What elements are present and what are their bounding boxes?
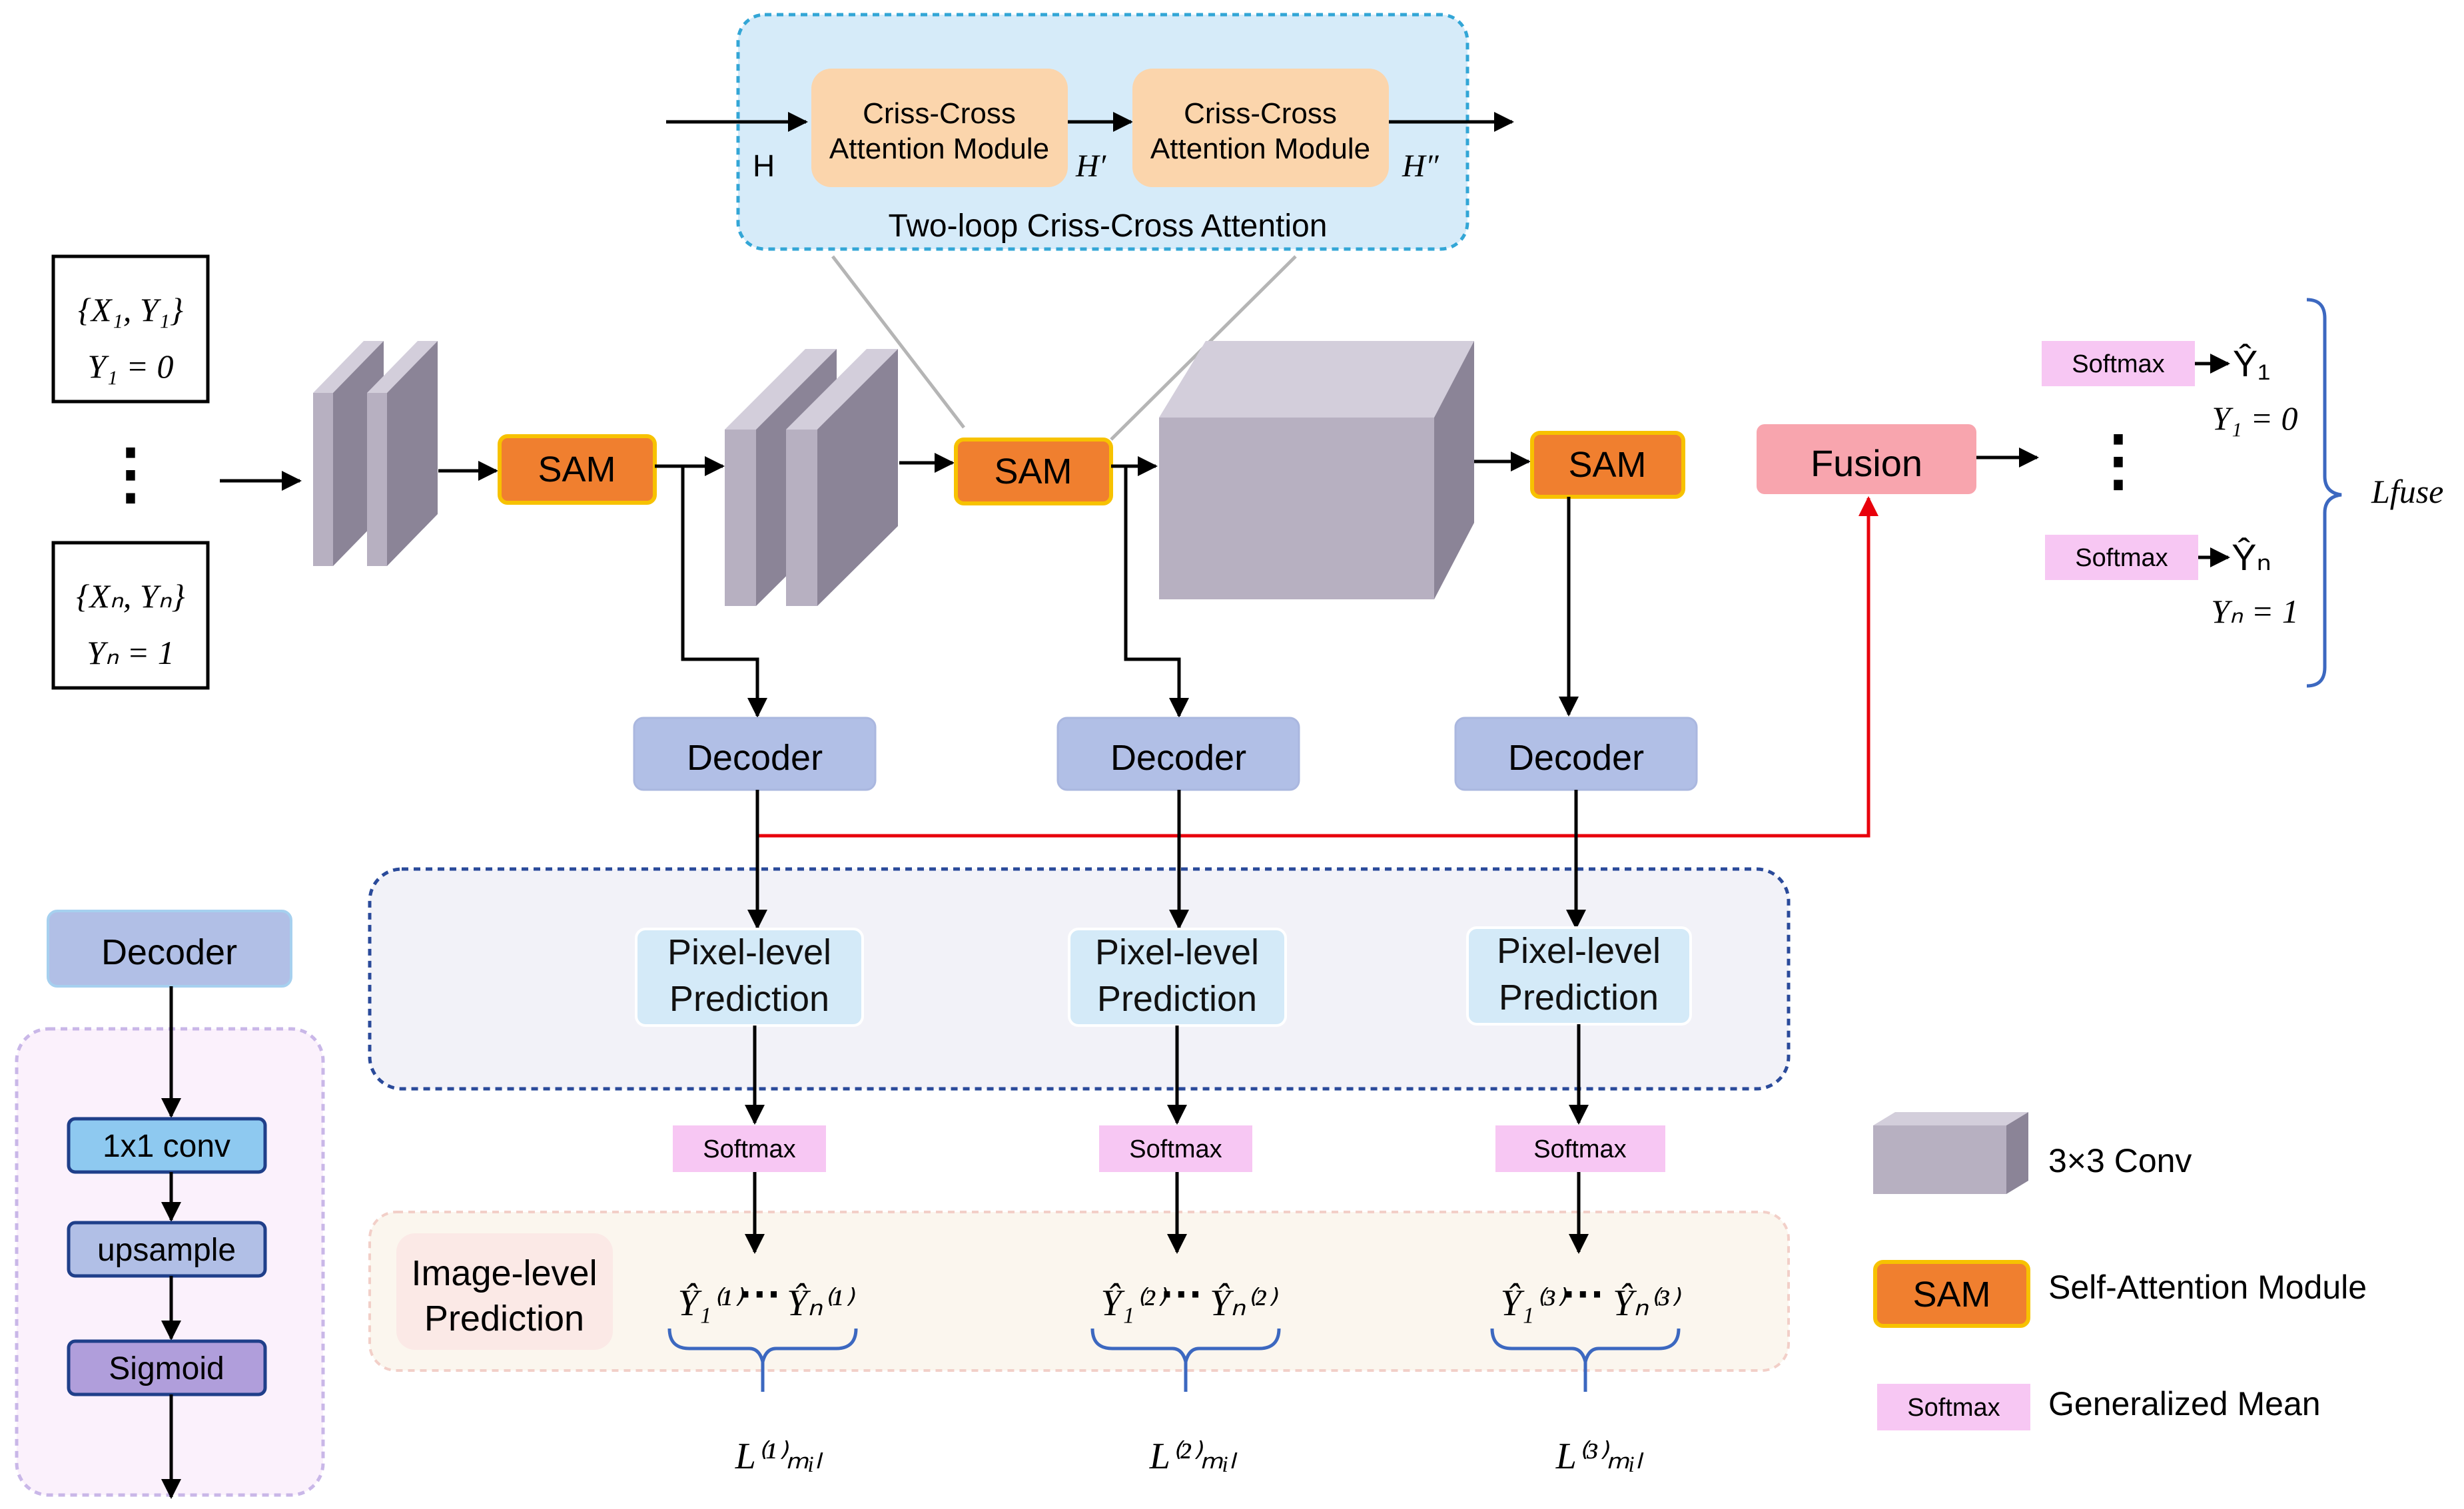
svg-text:Softmax: Softmax — [1907, 1394, 2000, 1422]
svg-text:Decoder: Decoder — [101, 932, 237, 972]
svg-text:Y₁ = 0: Y₁ = 0 — [88, 348, 174, 385]
attention-caption: Two-loop Criss-Cross Attention — [889, 208, 1328, 244]
loss-mil-1: L⁽¹⁾ₘᵢₗ — [735, 1436, 823, 1477]
pixel-prediction-block-1: Pixel-level Prediction — [635, 928, 864, 1027]
decoder-step-upsample: upsample — [67, 1221, 267, 1278]
svg-text:Self-Attention Module: Self-Attention Module — [2048, 1269, 2367, 1306]
fusion-connector — [757, 496, 1878, 838]
fusion-output-ellipsis: ⋮ — [2085, 423, 2152, 497]
fusion-output-last: Softmax Ŷₙ Yₙ = 1 — [2045, 535, 2299, 630]
legend-softmax: Softmax Generalized Mean — [1877, 1384, 2321, 1430]
svg-text:3×3 Conv: 3×3 Conv — [2048, 1142, 2192, 1179]
softmax-block-3: Softmax — [1495, 1125, 1665, 1172]
svg-text:Ŷₙ⁽²⁾: Ŷₙ⁽²⁾ — [1210, 1283, 1278, 1324]
decoder-block-2: Decoder — [1056, 717, 1300, 791]
pixel-prediction-block-2: Pixel-level Prediction — [1068, 928, 1287, 1027]
fusion-block: Fusion — [1757, 424, 1976, 494]
image-prediction-set-3: Ŷ₁⁽³⁾ ··· Ŷₙ⁽³⁾ L⁽³⁾ₘᵢₗ — [1490, 1270, 1681, 1477]
label-h: H — [753, 149, 775, 183]
legend-sam: SAM Self-Attention Module — [1873, 1260, 2367, 1328]
svg-text:Softmax: Softmax — [703, 1135, 795, 1163]
svg-text:Decoder: Decoder — [1110, 738, 1246, 778]
conv-block-group-2 — [725, 349, 898, 606]
softmax-block-1: Softmax — [673, 1125, 826, 1172]
svg-text:Image-level: Image-level — [411, 1253, 597, 1293]
svg-text:SAM: SAM — [1912, 1275, 1990, 1315]
svg-text:···: ··· — [1563, 1270, 1605, 1318]
image-level-panel — [368, 1211, 1790, 1372]
conv-block-group-3 — [1159, 341, 1474, 599]
svg-text:Fusion: Fusion — [1811, 442, 1922, 484]
sam-block-3: SAM — [1530, 431, 1685, 499]
svg-text:Attention Module: Attention Module — [829, 133, 1049, 165]
svg-text:···: ··· — [739, 1270, 782, 1318]
image-prediction-set-2: Ŷ₁⁽²⁾ ··· Ŷₙ⁽²⁾ L⁽²⁾ₘᵢₗ — [1090, 1270, 1281, 1477]
pixel-prediction-block-3: Pixel-level Prediction — [1466, 926, 1692, 1026]
sam-block-1: SAM — [498, 434, 657, 505]
svg-text:Prediction: Prediction — [1097, 979, 1257, 1019]
svg-text:Prediction: Prediction — [424, 1299, 584, 1339]
svg-text:Yₙ = 1: Yₙ = 1 — [87, 634, 174, 671]
cca-module-2: Criss-Cross Attention Module — [1132, 69, 1389, 187]
svg-text:Softmax: Softmax — [1533, 1135, 1626, 1163]
softmax-block-2: Softmax — [1099, 1125, 1252, 1172]
loss-mil-2: L⁽²⁾ₘᵢₗ — [1149, 1436, 1238, 1477]
svg-text:Ŷ₁: Ŷ₁ — [2233, 342, 2270, 384]
criss-cross-attention-panel: H Criss-Cross Attention Module H′ Criss-… — [666, 13, 1514, 251]
sam-block-2: SAM — [954, 438, 1113, 505]
svg-text:Ŷₙ: Ŷₙ — [2232, 536, 2271, 578]
svg-text:Softmax: Softmax — [2075, 544, 2168, 572]
svg-text:Generalized Mean: Generalized Mean — [2048, 1385, 2321, 1422]
svg-text:1x1 conv: 1x1 conv — [103, 1129, 230, 1164]
fusion-loss-brace — [2306, 298, 2342, 688]
svg-text:Ŷ₁⁽¹⁾: Ŷ₁⁽¹⁾ — [678, 1283, 745, 1324]
label-h-double-prime: H″ — [1402, 149, 1439, 184]
svg-text:Prediction: Prediction — [669, 979, 829, 1019]
legend: 3×3 Conv SAM Self-Attention Module Softm… — [1873, 1112, 2367, 1430]
decoder-step-conv: 1x1 conv — [67, 1117, 267, 1174]
svg-text:Decoder: Decoder — [687, 738, 823, 778]
decoder-block-1: Decoder — [633, 717, 877, 791]
svg-text:Ŷ₁⁽³⁾: Ŷ₁⁽³⁾ — [1501, 1283, 1567, 1324]
svg-text:Attention Module: Attention Module — [1150, 133, 1370, 165]
svg-text:Prediction: Prediction — [1499, 978, 1659, 1018]
image-prediction-set-1: Ŷ₁⁽¹⁾ ··· Ŷₙ⁽¹⁾ L⁽¹⁾ₘᵢₗ — [667, 1270, 858, 1477]
conv-block-group-1 — [313, 341, 438, 566]
svg-text:···: ··· — [1161, 1270, 1204, 1318]
svg-text:Ŷₙ⁽³⁾: Ŷₙ⁽³⁾ — [1613, 1283, 1681, 1324]
cca-module-1: Criss-Cross Attention Module — [811, 69, 1068, 187]
svg-text:Pixel-level: Pixel-level — [667, 932, 831, 972]
svg-text:upsample: upsample — [97, 1233, 236, 1268]
input-sample-last: {Xₙ, Yₙ} Yₙ = 1 — [51, 541, 210, 690]
svg-text:SAM: SAM — [994, 452, 1072, 491]
svg-text:Sigmoid: Sigmoid — [109, 1351, 224, 1386]
svg-text:SAM: SAM — [1568, 445, 1646, 485]
input-sample-first: {X₁, Y₁} Y₁ = 0 — [51, 254, 210, 404]
svg-text:Y₁ = 0: Y₁ = 0 — [2212, 400, 2298, 437]
svg-text:{Xₙ, Yₙ}: {Xₙ, Yₙ} — [76, 577, 185, 615]
svg-text:Decoder: Decoder — [1508, 738, 1644, 778]
fusion-loss-label: Lfuse — [2371, 473, 2443, 510]
svg-text:Ŷₙ⁽¹⁾: Ŷₙ⁽¹⁾ — [787, 1283, 855, 1324]
svg-text:Criss-Cross: Criss-Cross — [863, 97, 1016, 130]
loss-mil-3: L⁽³⁾ₘᵢₗ — [1555, 1436, 1644, 1477]
legend-conv: 3×3 Conv — [1873, 1112, 2192, 1194]
decoder-block-3: Decoder — [1454, 717, 1698, 791]
label-h-prime: H′ — [1075, 149, 1107, 184]
svg-text:Softmax: Softmax — [2072, 350, 2164, 378]
fusion-output-first: Softmax Ŷ₁ Y₁ = 0 — [2042, 341, 2297, 437]
decoder-step-sigmoid: Sigmoid — [67, 1339, 267, 1396]
svg-text:Yₙ = 1: Yₙ = 1 — [2211, 593, 2298, 630]
input-ellipsis: ⋮ — [97, 436, 164, 511]
svg-text:Pixel-level: Pixel-level — [1095, 932, 1259, 972]
svg-text:{X₁, Y₁}: {X₁, Y₁} — [78, 291, 183, 328]
svg-text:Softmax: Softmax — [1129, 1135, 1222, 1163]
svg-text:Ŷ₁⁽²⁾: Ŷ₁⁽²⁾ — [1101, 1283, 1168, 1324]
svg-text:SAM: SAM — [538, 450, 616, 489]
decoder-detail-title: Decoder — [47, 910, 292, 988]
svg-text:Pixel-level: Pixel-level — [1497, 931, 1661, 971]
image-level-label: Image-level Prediction — [396, 1233, 613, 1350]
svg-text:Criss-Cross: Criss-Cross — [1184, 97, 1337, 130]
